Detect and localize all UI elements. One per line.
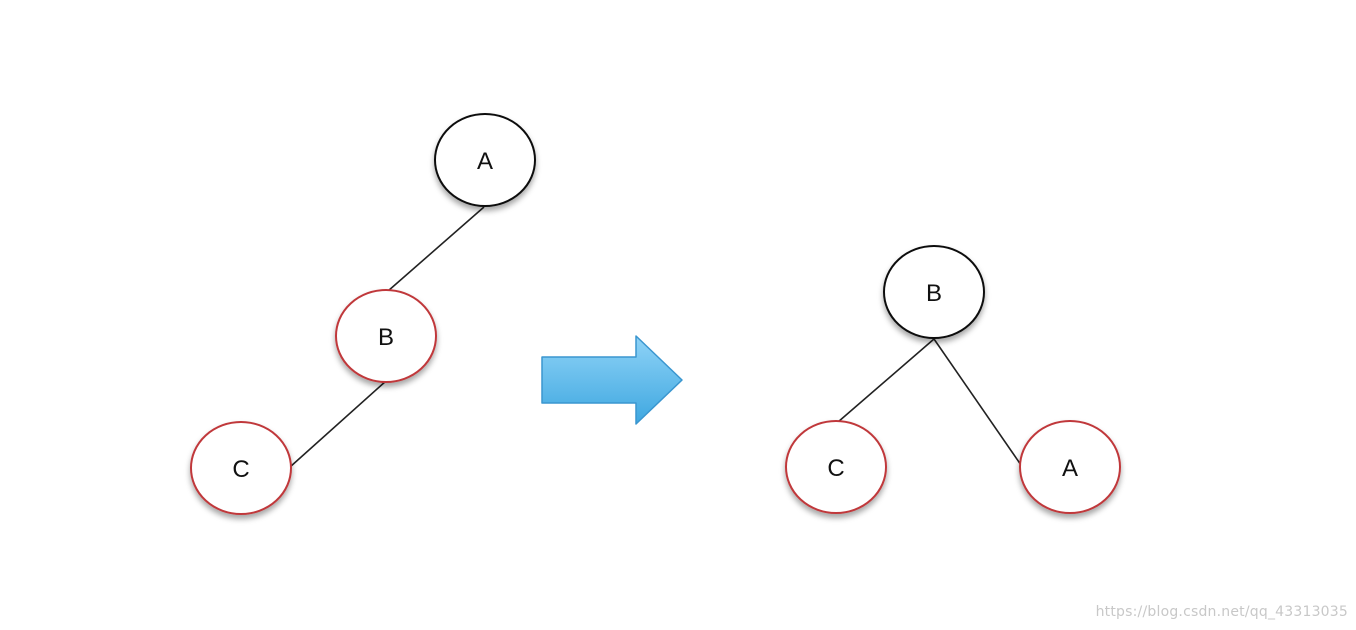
node-a-black xyxy=(434,113,536,207)
node-a-label: A xyxy=(477,148,493,175)
node-c-label: C xyxy=(232,456,249,483)
before-tree: A B C xyxy=(190,113,536,515)
node-b-label: B xyxy=(378,324,394,351)
node-c-red xyxy=(190,421,292,515)
right-arrow-icon xyxy=(541,335,683,425)
edge-b-c xyxy=(289,380,387,468)
node-a-red-after xyxy=(1019,420,1121,514)
node-b-red xyxy=(335,289,437,383)
watermark-text: https://blog.csdn.net/qq_43313035 xyxy=(1095,604,1348,620)
node-c-red-after xyxy=(785,420,887,514)
after-tree: B C A xyxy=(785,245,1121,514)
node-b-after-label: B xyxy=(926,280,942,307)
edge-b-c-after xyxy=(837,338,935,423)
edge-a-b xyxy=(387,206,485,292)
edge-b-a-after xyxy=(933,338,1022,466)
node-c-after-label: C xyxy=(827,455,844,482)
node-b-black xyxy=(883,245,985,339)
node-a-after-label: A xyxy=(1062,455,1078,482)
